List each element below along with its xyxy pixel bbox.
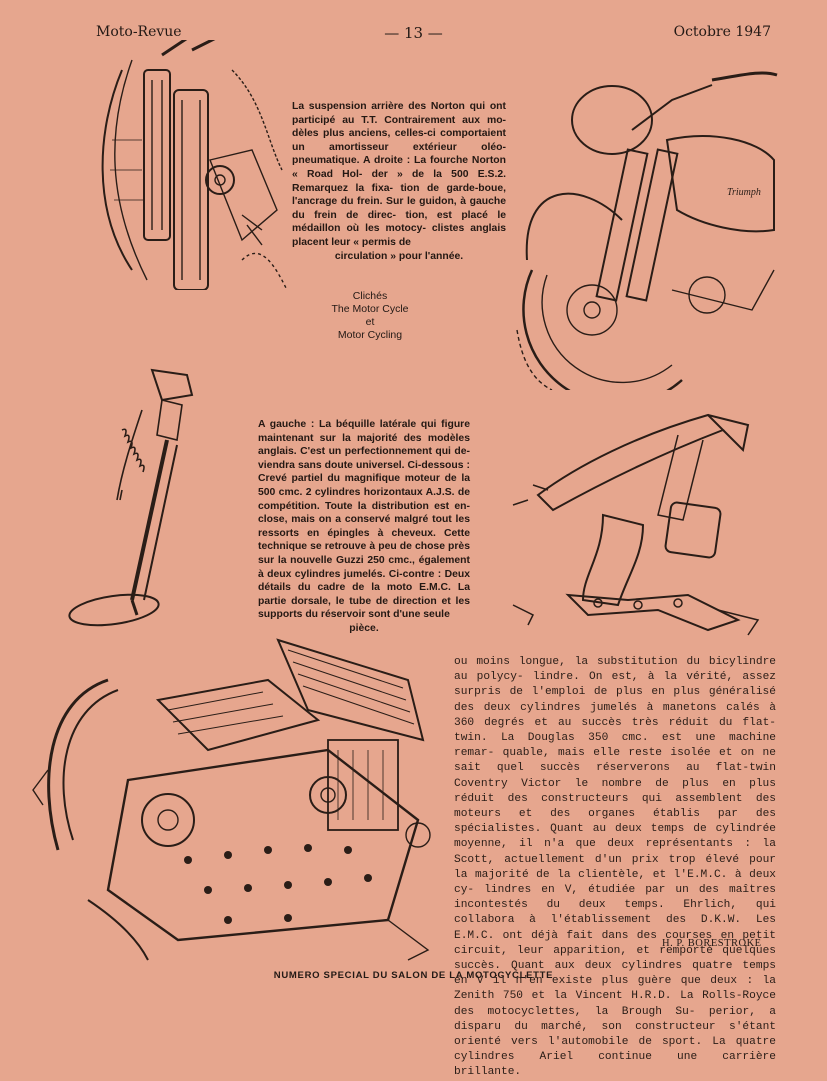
- illustration-side-stand: [62, 360, 202, 640]
- caption-line: partie dorsale, le tube de direction et …: [258, 595, 470, 607]
- caption-line: technique se retrouve à peu de chose prè…: [258, 541, 470, 553]
- caption-line: sur la nouvelle Guzzi 250 cmc., égalemen…: [258, 554, 470, 566]
- illustration-emc-frame-details: [508, 405, 766, 640]
- caption-line: Crevé partiel du magnifique moteur de la: [258, 473, 470, 485]
- header-page-number: — 13 —: [384, 24, 443, 42]
- article-line: moteurs et des organes établis par des s…: [454, 808, 776, 836]
- article-line: réserverons au flat-twin Coventry Victor…: [454, 762, 776, 790]
- illustration-norton-road-holder-fork: Triumph: [512, 60, 782, 390]
- credit-line: Motor Cycling: [337, 329, 403, 341]
- caption-line: participé au T.T. Contrairement aux mo-: [292, 114, 506, 126]
- header-magazine-name: Moto-Revue: [96, 24, 182, 40]
- caption-line: ressorts en épingles à cheveux. Cette: [258, 527, 470, 539]
- article-line: quable, mais elle reste isolée et on ne …: [454, 747, 776, 775]
- article-line: deux temps. Ehrlich, qui collabora à l'é…: [454, 899, 776, 927]
- caption-line: tion de garde-boue, l'ancrage du frein.: [292, 182, 506, 208]
- article-line: lindres en V, étudiée par un des maîtres…: [454, 884, 777, 912]
- caption-line: anglais. C'est un perfectionnement qui d…: [258, 446, 470, 458]
- article-line: petit circuit, leur apparition, et rempo…: [454, 929, 776, 973]
- credit-line: et: [365, 316, 375, 328]
- article-line: manetons calés à 360 degrés et au succès…: [454, 701, 777, 729]
- caption-line: A gauche : La béquille latérale qui figu…: [258, 419, 470, 430]
- article-line: plus en plus généralisé des deux cylindr…: [454, 686, 776, 714]
- article-line: au deux temps de cylindrée moyenne, il n…: [454, 823, 777, 851]
- article-line: plus en plus réduit des constructeurs qu…: [454, 777, 776, 805]
- photo-credits: Clichés The Motor Cycle et Motor Cycling: [308, 290, 432, 342]
- caption-side-stand-and-engine: A gauche : La béquille latérale qui figu…: [258, 418, 470, 636]
- article-line: ou moins longue, la substitution du bicy…: [454, 656, 776, 684]
- caption-line: circulation » pour l'année.: [334, 250, 464, 262]
- caption-line: clistes anglais placent leur « permis de: [292, 223, 506, 248]
- caption-norton-suspension: La suspension arrière des Norton qui ont…: [292, 100, 506, 263]
- caption-line: Sur le guidon, à gauche du frein de dire…: [292, 196, 506, 221]
- author-signature: H. P. BORESTROKE: [662, 938, 762, 949]
- illustration-ajs-engine-cutaway: [28, 620, 448, 965]
- credit-line: The Motor Cycle: [331, 303, 409, 315]
- article-line: D.K.W. Les E.M.C. ont déjà fait dans des…: [454, 914, 776, 942]
- caption-line: 500 cmc. 2 cylindres horizontaux A.J.S. …: [258, 486, 470, 498]
- article-line: représentants : la Scott, actuellement d…: [454, 838, 776, 866]
- triumph-tank-logo: Triumph: [727, 187, 761, 198]
- caption-line: détails du cadre de la moto E.M.C. La: [258, 582, 470, 594]
- article-line: existe plus guère que deux : la Zenith 7…: [454, 975, 776, 1003]
- caption-line: La suspension arrière des Norton qui ont: [292, 101, 506, 112]
- header-date: Octobre 1947: [673, 24, 771, 40]
- caption-line: A droite : La fourche Norton « Road Hol-: [292, 155, 506, 180]
- caption-line: close, mais on a conservé malgré tout le…: [258, 514, 470, 526]
- article-line: pour la majorité de la clientèle, et l'E…: [454, 853, 776, 897]
- caption-line: à deux cylindres jumelés. Ci-contre : De…: [258, 568, 470, 580]
- article-line: lindre. On est, à la vérité, assez surpr…: [454, 671, 776, 699]
- caption-line: maintenant sur la majorité des modèles: [258, 432, 470, 444]
- caption-line: viendra sans doute universel. Ci-dessous…: [258, 459, 470, 471]
- magazine-page: Moto-Revue — 13 — Octobre 1947 La suspen…: [28, 24, 782, 1078]
- article-line: flat-twin. La Douglas 350 cmc. est une m…: [454, 716, 776, 760]
- credit-line: Clichés: [352, 290, 388, 302]
- caption-line: tion, est placé le médaillon où les moto…: [292, 209, 507, 235]
- article-line: H.R.D. La Rolls-Royce des motocyclettes,…: [454, 990, 776, 1018]
- caption-line: supports du réservoir sont d'une seule: [258, 609, 450, 621]
- illustration-norton-rear-suspension: [92, 40, 292, 290]
- caption-line: un amortisseur extérieur oléo-pneumatiqu…: [292, 141, 506, 167]
- caption-line: pièce.: [349, 622, 379, 634]
- article-line: Quant aux deux cylindres quatre temps en…: [454, 960, 776, 988]
- caption-line: der » de la 500 E.S.2. Remarquez la fixa…: [292, 168, 507, 194]
- article-body-text: ou moins longue, la substitution du bicy…: [454, 655, 776, 1081]
- caption-line: compétition. Toute la distribution est e…: [258, 500, 470, 512]
- footer-special-issue: NUMERO SPECIAL DU SALON DE LA MOTOCYCLET…: [273, 970, 554, 981]
- caption-line: dèles plus anciens, celles-ci comportaie…: [292, 128, 506, 140]
